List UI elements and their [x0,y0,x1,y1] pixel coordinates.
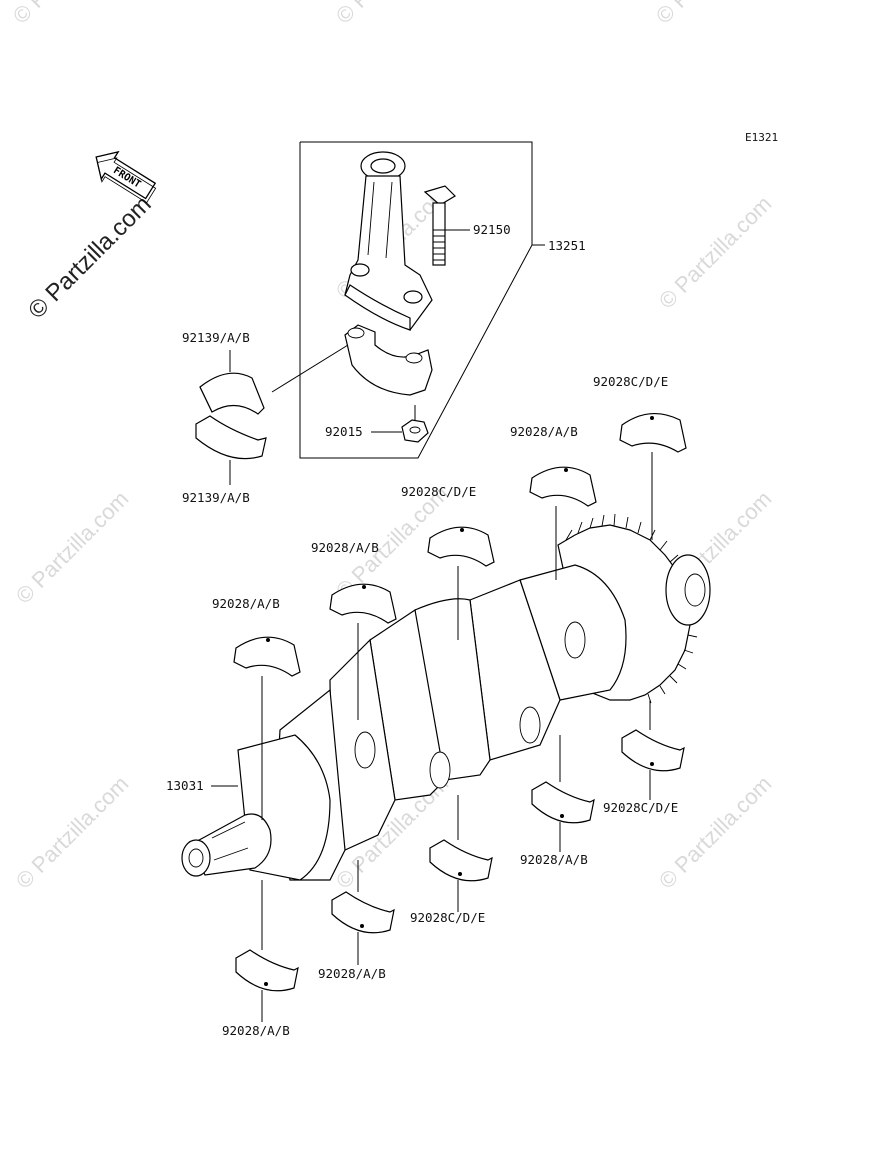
bearing-shell [621,729,685,772]
callout-92028cde-right: 92028C/D/E [603,800,678,815]
connecting-rod-assembly-box [299,141,545,459]
bearing-shell [233,636,301,677]
crankshaft [181,513,711,881]
watermark: © Partzilla.com [11,486,134,609]
callout-92139-bottom: 92139/A/B [182,490,250,505]
rod-bolt [423,185,456,266]
callout-92028ab-low: 92028/A/B [318,966,386,981]
callout-92028ab-bottom: 92028/A/B [222,1023,290,1038]
bearing-shell [429,839,493,882]
connecting-rod [344,151,433,331]
callout-92028cde-mid: 92028C/D/E [401,484,476,499]
main-bearing-shells [233,412,687,992]
bearing-shell [427,526,495,567]
callout-labels: 92150 13251 92139/A/B 92139/A/B 92015 92… [166,222,678,1038]
watermark: © Partzilla.com [11,771,134,894]
bearing-shell [235,949,299,992]
callout-92028ab-upper: 92028/A/B [510,424,578,439]
diagram-code: E1321 [745,131,778,144]
bearing-shell [619,412,687,453]
bearing-shell [531,781,595,824]
callout-92028ab-right: 92028/A/B [520,852,588,867]
bearing-shell [329,583,397,624]
callout-92028ab-left: 92028/A/B [212,596,280,611]
watermark: © Partzilla.com [8,0,131,29]
callout-13031: 13031 [166,778,204,793]
callout-92139-top: 92139/A/B [182,330,250,345]
callout-92028cde-low: 92028C/D/E [410,910,485,925]
callout-92015: 92015 [325,424,363,439]
partzilla-watermark: © Partzilla.com [23,191,156,324]
rod-bearing-upper [199,372,265,415]
watermark: © Partzilla.com [654,771,777,894]
front-arrow-icon: FRONT [95,150,157,204]
callout-92028ab-mid: 92028/A/B [311,540,379,555]
watermark: © Partzilla.com [651,0,774,29]
rod-nut [401,405,429,443]
callout-13251: 13251 [548,238,586,253]
watermark: © Partzilla.com [331,0,454,29]
watermark: © Partzilla.com [654,191,777,314]
bearing-shell [529,466,597,507]
rod-bearing-lower [195,415,267,460]
callout-92150: 92150 [473,222,511,237]
callout-92028cde-top: 92028C/D/E [593,374,668,389]
bearing-shell [331,891,395,934]
leader-lines [211,229,653,1022]
connecting-rod-cap [344,324,433,396]
